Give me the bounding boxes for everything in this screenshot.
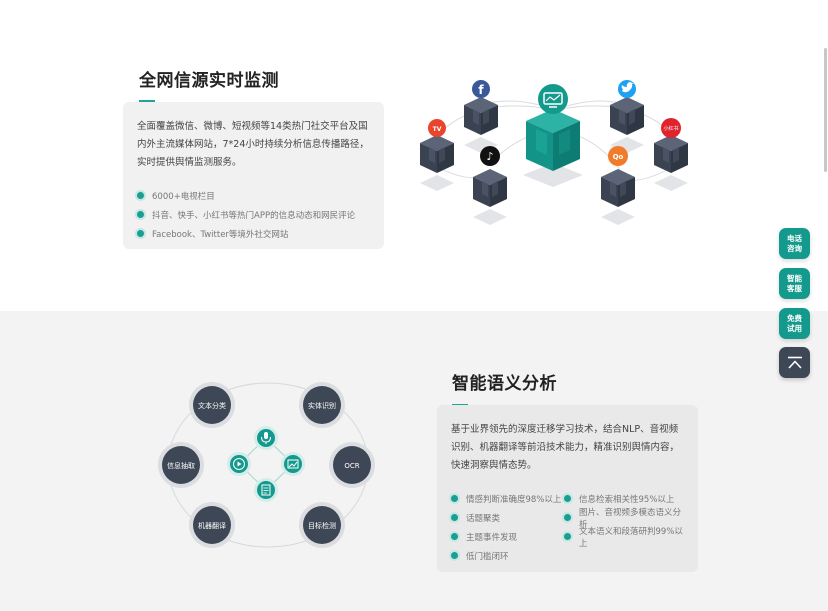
cube — [601, 169, 635, 207]
tv-icon: TV — [428, 119, 446, 137]
diagram-node-object-detection: 目标检测 — [299, 502, 345, 548]
list-item: 6000+电视栏目 — [137, 186, 370, 205]
diagram-node-information-extraction: 信息抽取 — [158, 442, 204, 488]
svg-text:OCR: OCR — [344, 462, 359, 470]
cube — [464, 97, 498, 135]
section2-title: 智能语义分析 — [452, 374, 557, 394]
play-icon — [227, 452, 251, 476]
svg-text:小红书: 小红书 — [663, 125, 678, 132]
diagram-node-ocr: OCR — [329, 442, 375, 488]
list-item: 图片、音视频多模态语义分析 — [564, 507, 684, 530]
document-icon — [254, 478, 278, 502]
scrollbar-thumb[interactable] — [824, 48, 827, 172]
list-item: 抖音、快手、小红书等热门APP的信息动态和网民评论 — [137, 205, 370, 224]
bullet-text: 图片、音视频多模态语义分析 — [579, 507, 682, 530]
bullet-text: 话题聚类 — [466, 513, 501, 524]
bullet-dot — [137, 192, 144, 199]
bullet-text: 文本语义和段落研判99%以上 — [579, 526, 683, 549]
svg-text:机器翻译: 机器翻译 — [198, 521, 226, 530]
bullet-text: 低门槛闭环 — [466, 551, 509, 562]
bullet-dot — [564, 495, 571, 502]
bullet-dot — [137, 230, 144, 237]
section1-card: 全面覆盖微信、微博、短视频等14类热门社交平台及国内外主流媒体网站，7*24小时… — [123, 102, 384, 249]
section-realtime-monitoring: 全网信源实时监测 全面覆盖微信、微博、短视频等14类热门社交平台及国内外主流媒体… — [123, 71, 688, 249]
image-icon — [281, 452, 305, 476]
list-item: Facebook、Twitter等境外社交网站 — [137, 224, 370, 243]
twitter-icon — [618, 80, 636, 98]
title-underline — [139, 100, 155, 102]
bullet-text: 6000+电视栏目 — [152, 191, 215, 202]
bullet-text: 情感判断准确度98%以上 — [466, 494, 562, 505]
section2-description: 基于业界领先的深度迁移学习技术，结合NLP、音视频识别、机器翻译等前沿技术能力，… — [451, 424, 680, 471]
smart-service-button[interactable]: 智能客服 — [779, 268, 810, 299]
list-item: 话题聚类 — [451, 508, 564, 527]
tiktok-icon: ♪ — [480, 146, 500, 166]
microphone-icon — [254, 426, 278, 450]
bullet-dot — [451, 533, 458, 540]
network-cubes-graphic: TV f ♪ 小红书 Qo — [420, 80, 688, 225]
diagram-node-entity-recognition: 实体识别 — [299, 382, 345, 428]
list-item: 主题事件发现 — [451, 527, 564, 546]
list-item: 低门槛闭环 — [451, 546, 564, 565]
section2-card: 基于业界领先的深度迁移学习技术，结合NLP、音视频识别、机器翻译等前沿技术能力，… — [437, 405, 698, 572]
bullet-text: 信息检索相关性95%以上 — [579, 494, 675, 505]
section-semantic-analysis: 文本分类 实体识别 信息抽取 OCR 机器翻译 目标检测 — [0, 311, 828, 611]
diagram-node-text-classification: 文本分类 — [189, 382, 235, 428]
arrow-up-icon — [787, 356, 802, 369]
semantic-diagram: 文本分类 实体识别 信息抽取 OCR 机器翻译 目标检测 — [158, 382, 375, 548]
bullet-dot — [564, 514, 571, 521]
xiaohongshu-icon: 小红书 — [661, 118, 681, 138]
bullet-column-left: 情感判断准确度98%以上 话题聚类 主题事件发现 低门槛闭环 — [451, 489, 564, 565]
svg-text:文本分类: 文本分类 — [198, 401, 226, 410]
list-item: 信息检索相关性95%以上 — [564, 489, 684, 508]
diagram-node-machine-translation: 机器翻译 — [189, 502, 235, 548]
svg-text:Qo: Qo — [613, 153, 624, 161]
section2-bullet-grid: 情感判断准确度98%以上 话题聚类 主题事件发现 低门槛闭环 信息检索相关性95… — [451, 489, 684, 565]
monitor-chart-icon — [538, 84, 568, 114]
cube — [473, 169, 507, 207]
free-trial-button[interactable]: 免费试用 — [779, 308, 810, 339]
svg-text:TV: TV — [433, 126, 442, 133]
bullet-text: 抖音、快手、小红书等热门APP的信息动态和网民评论 — [152, 210, 356, 221]
bullet-dot — [451, 514, 458, 521]
center-cube — [526, 109, 580, 171]
bullet-dot — [137, 211, 144, 218]
svg-text:信息抽取: 信息抽取 — [167, 461, 195, 470]
bullet-text: 主题事件发现 — [466, 532, 518, 543]
bullet-dot — [451, 495, 458, 502]
section1-title: 全网信源实时监测 — [139, 71, 279, 91]
cube — [654, 135, 688, 173]
svg-text:实体识别: 实体识别 — [308, 401, 336, 410]
svg-text:f: f — [478, 83, 484, 97]
section1-bullet-list: 6000+电视栏目 抖音、快手、小红书等热门APP的信息动态和网民评论 Face… — [137, 186, 370, 243]
qq-icon: Qo — [608, 146, 628, 166]
svg-text:目标检测: 目标检测 — [308, 521, 336, 530]
bullet-column-right: 信息检索相关性95%以上 图片、音视频多模态语义分析 文本语义和段落研判99%以… — [564, 489, 684, 565]
bullet-dot — [451, 552, 458, 559]
bullet-dot — [564, 533, 571, 540]
cube — [610, 97, 644, 135]
cube — [420, 135, 454, 173]
list-item: 文本语义和段落研判99%以上 — [564, 526, 684, 549]
list-item: 情感判断准确度98%以上 — [451, 489, 564, 508]
bullet-text: Facebook、Twitter等境外社交网站 — [152, 229, 289, 240]
facebook-icon: f — [472, 80, 490, 98]
section1-description: 全面覆盖微信、微博、短视频等14类热门社交平台及国内外主流媒体网站，7*24小时… — [137, 121, 369, 168]
back-to-top-button[interactable] — [779, 347, 810, 378]
phone-consult-button[interactable]: 电话咨询 — [779, 228, 810, 259]
svg-text:♪: ♪ — [486, 150, 493, 163]
